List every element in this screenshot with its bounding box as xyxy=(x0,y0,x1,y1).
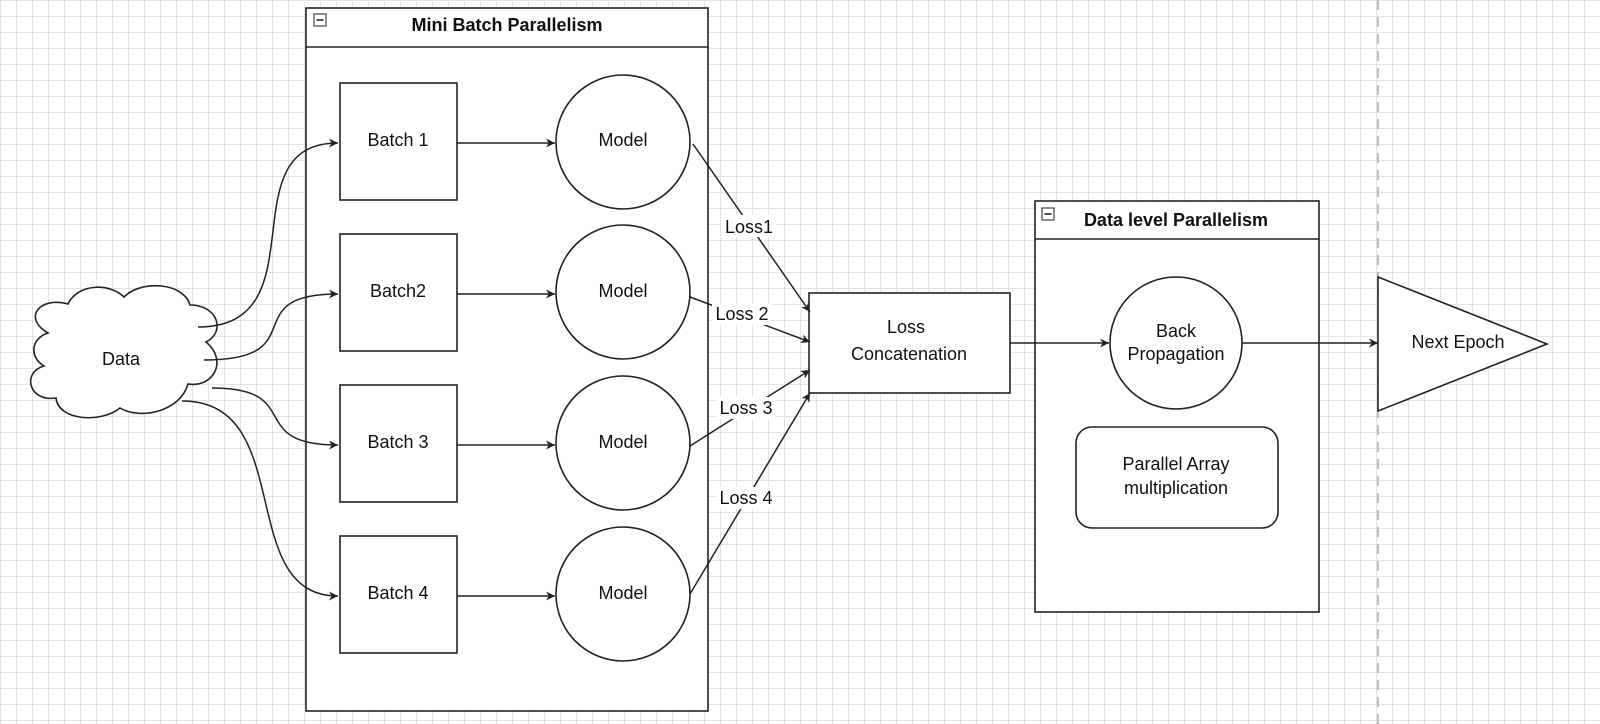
batch-1-node[interactable]: Batch 1 xyxy=(339,82,458,201)
batch-2-box xyxy=(339,233,458,352)
next-epoch-node[interactable]: Next Epoch xyxy=(1377,275,1550,413)
model-1-label: Model xyxy=(598,130,647,150)
model-4-node[interactable]: Model xyxy=(555,526,691,662)
back-propagation-circle xyxy=(1109,276,1243,410)
batch-1-label: Batch 1 xyxy=(367,130,428,150)
parallel-array-box xyxy=(1075,426,1279,529)
data-label: Data xyxy=(102,349,141,369)
edge-label-loss1: Loss1 xyxy=(725,217,773,237)
batch-4-node[interactable]: Batch 4 xyxy=(339,535,458,654)
batch-2-label: Batch2 xyxy=(370,281,426,301)
loss-concatenation-node[interactable]: Loss Concatenation xyxy=(808,292,1011,394)
data-level-title: Data level Parallelism xyxy=(1084,210,1268,230)
parallel-array-label-line2: multiplication xyxy=(1124,478,1228,498)
next-epoch-triangle xyxy=(1377,275,1550,413)
batch-4-label: Batch 4 xyxy=(367,583,428,603)
model-4-label: Model xyxy=(598,583,647,603)
back-propagation-node[interactable]: Back Propagation xyxy=(1109,276,1243,410)
model-2-circle xyxy=(555,224,691,360)
back-propagation-label-line1: Back xyxy=(1156,321,1197,341)
cloud-shape xyxy=(29,284,218,419)
batch-3-box xyxy=(339,384,458,503)
batch-3-node[interactable]: Batch 3 xyxy=(339,384,458,503)
next-epoch-label: Next Epoch xyxy=(1411,332,1504,352)
model-2-label: Model xyxy=(598,281,647,301)
edge-data-to-batch-1[interactable] xyxy=(197,138,339,328)
mini-batch-collapse-icon[interactable] xyxy=(313,13,327,27)
edge-label-loss2: Loss 2 xyxy=(715,304,768,324)
batch-2-node[interactable]: Batch2 xyxy=(339,233,458,352)
model-1-node[interactable]: Model xyxy=(555,74,691,210)
parallel-array-label-line1: Parallel Array xyxy=(1122,454,1229,474)
edge-data-to-batch-2[interactable] xyxy=(203,289,339,361)
parallel-array-node[interactable]: Parallel Array multiplication xyxy=(1075,426,1279,529)
model-1-circle xyxy=(555,74,691,210)
back-propagation-label-line2: Propagation xyxy=(1127,344,1224,364)
model-3-circle xyxy=(555,375,691,511)
edge-data-to-batch-3[interactable] xyxy=(211,387,339,450)
batch-4-box xyxy=(339,535,458,654)
data-level-collapse-icon[interactable] xyxy=(1041,207,1055,221)
model-3-node[interactable]: Model xyxy=(555,375,691,511)
model-2-node[interactable]: Model xyxy=(555,224,691,360)
edge-label-loss4: Loss 4 xyxy=(719,488,772,508)
batch-3-label: Batch 3 xyxy=(367,432,428,452)
batch-1-box xyxy=(339,82,458,201)
data-cloud-node[interactable]: Data xyxy=(29,284,218,419)
model-3-label: Model xyxy=(598,432,647,452)
loss-concatenation-box xyxy=(808,292,1011,394)
edge-label-loss3: Loss 3 xyxy=(719,398,772,418)
loss-concatenation-label-line2: Concatenation xyxy=(851,344,967,364)
mini-batch-title: Mini Batch Parallelism xyxy=(411,15,602,35)
loss-concatenation-label-line1: Loss xyxy=(887,317,925,337)
edge-data-to-batch-4[interactable] xyxy=(181,400,339,601)
